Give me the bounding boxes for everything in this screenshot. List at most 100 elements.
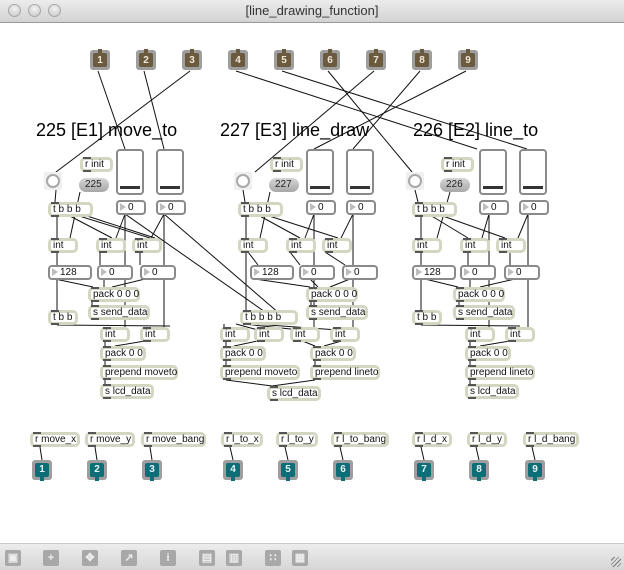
pack-object[interactable]: pack 0 0 [465,346,511,361]
minimize-window-button[interactable] [28,4,41,17]
close-window-button[interactable] [8,4,21,17]
bang-button[interactable] [406,172,424,190]
slider-x[interactable] [306,149,334,195]
inlet-4[interactable]: 4 [228,49,248,70]
slider-x[interactable] [479,149,507,195]
send-data-object[interactable]: s send_data [453,305,515,320]
number-box-x[interactable]: 0 [116,200,146,215]
slider-y[interactable] [346,149,374,195]
outlet-3[interactable]: 3 [142,460,162,481]
init-message[interactable]: 225 [79,178,109,192]
int-object[interactable]: int [465,327,495,342]
presentation-icon[interactable]: ↗ [121,550,137,566]
outlet-1[interactable]: 1 [32,460,52,481]
int-object[interactable]: int [238,238,268,253]
send-data-object[interactable]: s send_data [306,305,368,320]
prepend-object[interactable]: prepend moveto [100,365,178,380]
prepend-object[interactable]: prepend lineto [465,365,535,380]
outlet-8[interactable]: 8 [469,460,489,481]
init-message[interactable]: 226 [440,178,470,192]
int-object[interactable]: int [132,238,162,253]
int-object[interactable]: int [96,238,126,253]
slider-y[interactable] [156,149,184,195]
bang-button[interactable] [44,172,62,190]
inlet-1[interactable]: 1 [90,49,110,70]
number-box-y[interactable]: 0 [519,200,549,215]
number-box[interactable]: 128 [48,265,92,280]
slider-knob[interactable] [160,186,180,189]
inlet-5[interactable]: 5 [274,49,294,70]
number-box-x[interactable]: 0 [479,200,509,215]
pack-object[interactable]: pack 0 0 [310,346,356,361]
receive-l-d-bang[interactable]: r l_d_bang [523,432,579,447]
prepend-moveto-object[interactable]: prepend moveto [220,365,300,380]
number-box[interactable]: 128 [412,265,456,280]
r-init-object[interactable]: r init [441,157,474,172]
new-object-icon[interactable]: + [43,550,59,566]
inlet-8[interactable]: 8 [412,49,432,70]
number-box[interactable]: 0 [299,265,335,280]
pack-object[interactable]: pack 0 0 [100,346,146,361]
number-box[interactable]: 0 [504,265,540,280]
prepend-lineto-object[interactable]: prepend lineto [310,365,380,380]
trigger-object[interactable]: t b b b [48,202,93,217]
inlet-9[interactable]: 9 [458,49,478,70]
lock-icon[interactable]: ▣ [5,550,21,566]
trigger-object[interactable]: t b b b [412,202,457,217]
pack-object[interactable]: pack 0 0 0 [88,287,140,302]
resize-handle-icon[interactable] [611,557,621,567]
send-data-object[interactable]: s send_data [88,305,150,320]
bang-button[interactable] [234,172,252,190]
receive-move-x[interactable]: r move_x [30,432,80,447]
trigger-object[interactable]: t b b [412,310,442,325]
outlet-2[interactable]: 2 [87,460,107,481]
section-comment-line-to[interactable]: 226 [E2] line_to [413,120,539,140]
int-object[interactable]: int [48,238,78,253]
int-object[interactable]: int [220,327,250,342]
inlet-7[interactable]: 7 [366,49,386,70]
receive-l-to-bang[interactable]: r l_to_bang [331,432,389,447]
int-object[interactable]: int [460,238,490,253]
r-init-object[interactable]: r init [270,157,303,172]
inspector-icon[interactable]: i [160,550,176,566]
slider-knob[interactable] [483,186,503,189]
slider-knob[interactable] [523,186,543,189]
number-box-y[interactable]: 0 [156,200,186,215]
number-box[interactable]: 0 [97,265,133,280]
trigger-object[interactable]: t b b [48,310,78,325]
section-comment-line-draw[interactable]: 227 [E3] line_draw [220,120,370,140]
slider-x[interactable] [116,149,144,195]
send-back-icon[interactable]: ▥ [226,550,242,566]
trigger-object[interactable]: t b b b [238,202,283,217]
slider-knob[interactable] [120,186,140,189]
number-box-y[interactable]: 0 [346,200,376,215]
number-box[interactable]: 0 [342,265,378,280]
snap-grid-icon[interactable]: ▦ [292,550,308,566]
number-box-x[interactable]: 0 [306,200,336,215]
int-object[interactable]: int [140,327,170,342]
pack-object[interactable]: pack 0 0 0 [453,287,505,302]
outlet-5[interactable]: 5 [278,460,298,481]
slider-knob[interactable] [350,186,370,189]
int-object[interactable]: int [286,238,316,253]
int-object[interactable]: int [496,238,526,253]
receive-move-bang[interactable]: r move_bang [141,432,206,447]
section-comment-move-to[interactable]: 225 [E1] move_to [36,120,178,140]
slider-y[interactable] [519,149,547,195]
pack-object[interactable]: pack 0 0 [220,346,266,361]
outlet-7[interactable]: 7 [414,460,434,481]
send-lcd-object[interactable]: s lcd_data [267,386,321,401]
number-box[interactable]: 0 [460,265,496,280]
inlet-2[interactable]: 2 [136,49,156,70]
int-object[interactable]: int [254,327,284,342]
int-object[interactable]: int [412,238,442,253]
slider-knob[interactable] [310,186,330,189]
outlet-9[interactable]: 9 [525,460,545,481]
receive-l-d-x[interactable]: r l_d_x [412,432,452,447]
send-lcd-object[interactable]: s lcd_data [100,384,154,399]
zoom-window-button[interactable] [48,4,61,17]
receive-l-d-y[interactable]: r l_d_y [467,432,507,447]
int-object[interactable]: int [330,327,360,342]
init-message[interactable]: 227 [269,178,299,192]
outlet-6[interactable]: 6 [333,460,353,481]
